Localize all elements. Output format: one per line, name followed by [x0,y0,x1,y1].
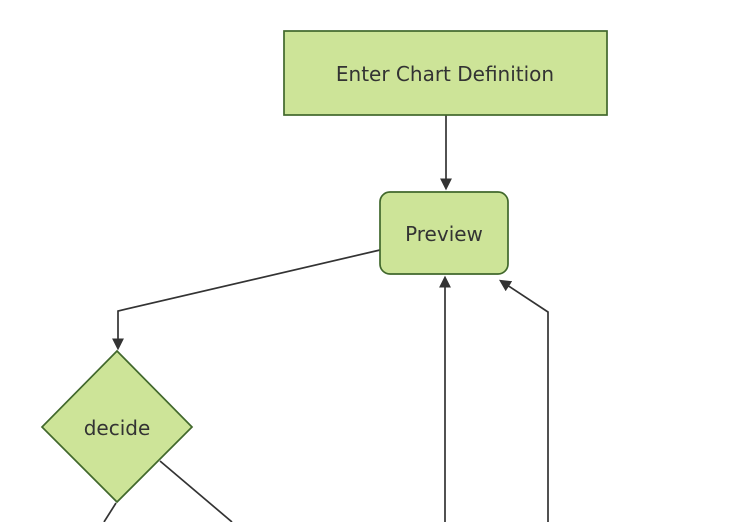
edge-offscreen-bottom-right-to-preview [499,279,549,522]
node-decide: decide [40,349,194,504]
preview-label: Preview [405,222,483,246]
node-preview: Preview [379,191,509,275]
decide-diamond [40,349,194,504]
enter-chart-definition-box [283,30,608,116]
edge-decide-to-offscreen-bottom-right [159,460,233,522]
preview-box [379,191,509,275]
decide-label: decide [84,416,151,440]
enter-chart-definition-label: Enter Chart Definition [336,62,554,86]
node-enter-chart-definition: Enter Chart Definition [283,30,608,116]
edge-decide-to-offscreen-bottom-left [103,502,117,522]
edge-preview-to-decide [112,249,381,351]
